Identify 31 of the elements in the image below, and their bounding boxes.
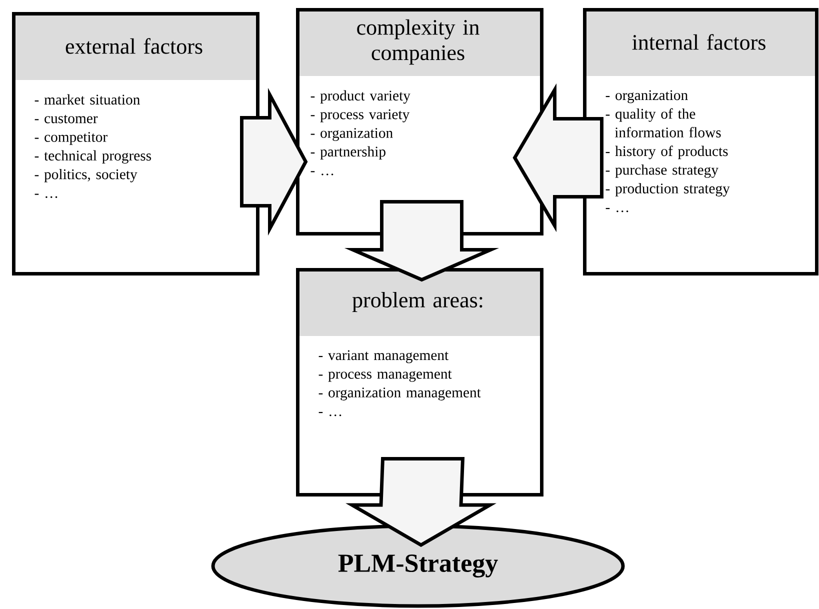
list-item: - variant management [318, 350, 448, 364]
list-item: - competitor [34, 132, 108, 145]
list-item: - … [310, 171, 334, 176]
list-item: - quality of the information flows [606, 108, 721, 138]
list-item: - organization [606, 90, 688, 104]
list-item: - … [318, 412, 342, 416]
block-arrow [240, 88, 308, 236]
list-item: - organization [310, 128, 393, 141]
box-heading: complexity in companies [357, 19, 480, 65]
list-item: - organization management [318, 388, 481, 400]
list-item: - customer [34, 114, 98, 124]
list-item: - product variety [310, 90, 410, 104]
list-item: - partnership [310, 146, 386, 160]
list-item: - … [606, 208, 628, 212]
list-item: - technical progress [34, 150, 152, 164]
list-item: - … [34, 194, 58, 198]
list-item: - history of products [606, 146, 728, 160]
list-item: - purchase strategy [606, 164, 718, 178]
list-item: - process management [318, 370, 452, 382]
list-item: - process variety [310, 109, 410, 122]
box-heading: external factors [66, 38, 202, 54]
box-heading: problem areas: [352, 292, 482, 312]
text-box [583, 8, 818, 276]
list-item: - production strategy [606, 183, 730, 196]
block-arrow [512, 83, 604, 232]
list-item: - market situation [34, 94, 140, 105]
block-arrow [346, 457, 496, 547]
text-box [12, 12, 260, 276]
list-item: - politics, society [34, 168, 138, 182]
box-heading: internal factors [632, 34, 766, 50]
block-arrow [344, 200, 500, 282]
